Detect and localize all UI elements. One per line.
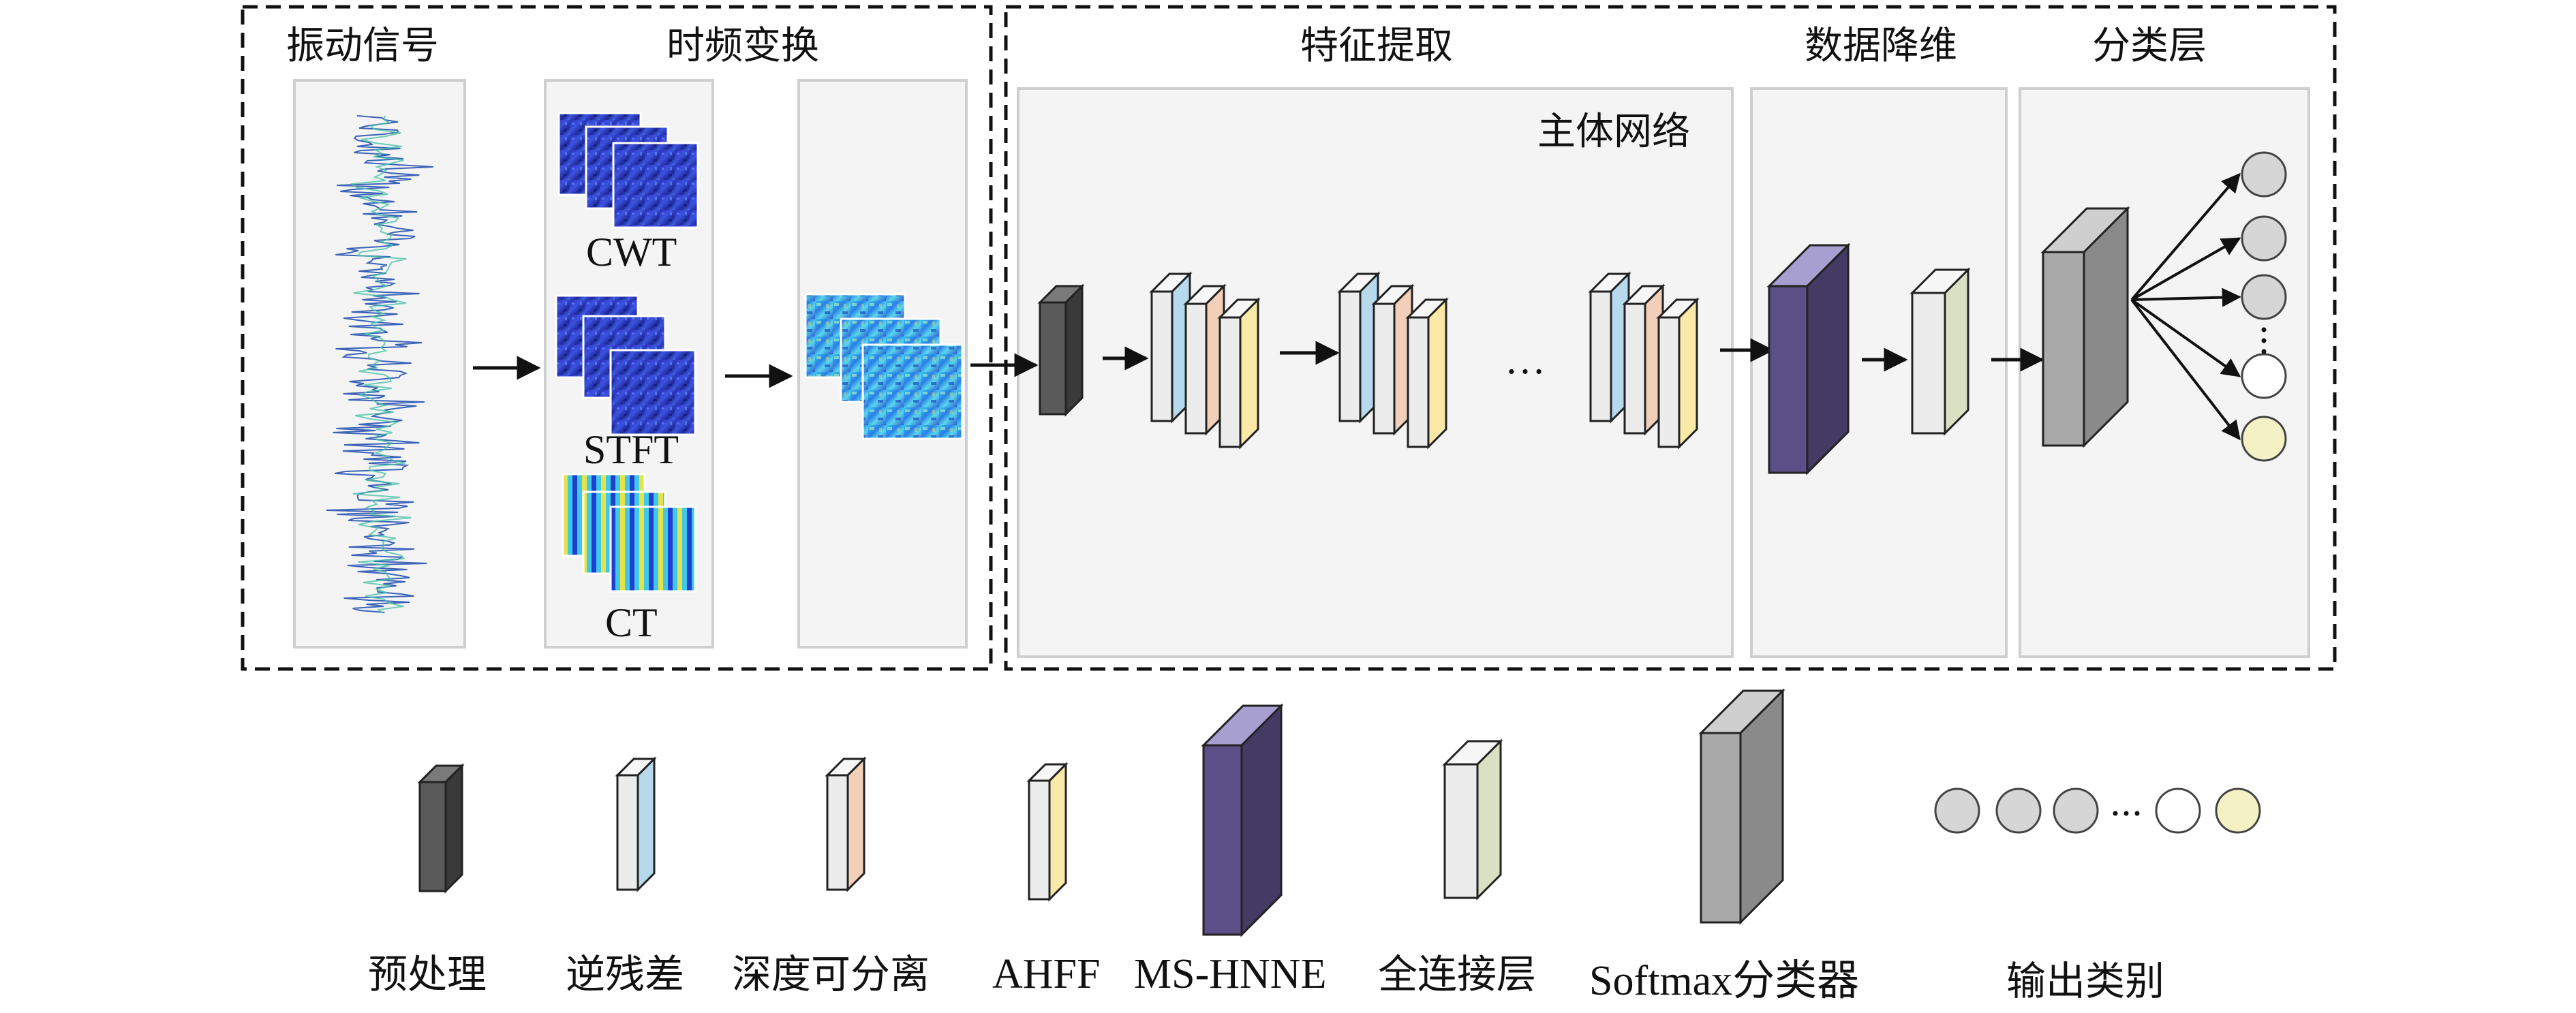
- output-nodes: [2130, 151, 2287, 462]
- stft-spectrogram: [555, 294, 696, 436]
- ellipsis-blocks: …: [1505, 337, 1546, 382]
- cwt-spectrogram: [557, 112, 699, 229]
- block-softmax: [2040, 206, 2130, 448]
- legend-output-node-4: [2155, 788, 2201, 834]
- legend-preprocess-shape: [417, 763, 465, 894]
- block-preprocess: [1037, 283, 1085, 417]
- title-feature-extraction: 特征提取: [1300, 24, 1453, 68]
- legend-softmax-shape: [1698, 688, 1785, 925]
- block-group-3-depthwise: [1622, 283, 1666, 436]
- block-group-3-ahff: [1656, 297, 1700, 450]
- legend-output-node-3: [2053, 788, 2099, 834]
- arrow-to-output-node-2: [2131, 237, 2241, 301]
- legend-shapes: [417, 688, 2261, 937]
- label-cwt: CWT: [586, 230, 677, 275]
- block-group-1-inverse-residual: [1149, 271, 1193, 424]
- legend-label-inverse-residual: 逆残差: [566, 951, 684, 997]
- legend-label-ahff: AHFF: [992, 951, 1101, 997]
- output-node-3: [2241, 274, 2287, 320]
- legend-ellipsis-dot-3: [2134, 811, 2140, 816]
- block-group-2-depthwise: [1371, 283, 1415, 436]
- block-group-2: [1337, 271, 1449, 450]
- output-node-5: [2241, 416, 2287, 462]
- legend-output-node-1: [1934, 788, 1980, 834]
- output-node-ellipsis-dot-2: [2261, 338, 2267, 343]
- title-vibration-signal: 振动信号: [286, 24, 439, 68]
- legend-label-fc: 全连接层: [1378, 951, 1536, 997]
- legend-label-depthwise: 深度可分离: [732, 951, 930, 997]
- network-blocks: [1037, 206, 2130, 476]
- label-ct: CT: [605, 600, 658, 645]
- title-time-frequency: 时频变换: [666, 24, 819, 68]
- legend-output-node-2: [1995, 788, 2042, 834]
- block-group-1: [1149, 271, 1261, 450]
- arrow-to-output-node-5: [2130, 298, 2241, 441]
- output-node-4: [2241, 353, 2287, 399]
- block-group-2-inverse-residual: [1337, 271, 1381, 424]
- output-node-2: [2241, 215, 2287, 262]
- legend-ahff-shape: [1026, 762, 1069, 902]
- output-node-ellipsis-dot-3: [2261, 349, 2267, 354]
- legend-label-output: 输出类别: [2006, 958, 2164, 1004]
- fused-time-frequency-image: [804, 293, 964, 440]
- waveform-trace-secondary: [350, 115, 412, 614]
- output-node-ellipsis-dot-1: [2261, 327, 2267, 332]
- arrow-to-output-node-3: [2131, 287, 2241, 307]
- title-dim-reduction: 数据降维: [1805, 24, 1957, 68]
- preprocessing-group-box: [241, 5, 993, 671]
- title-backbone: 主体网络: [1537, 110, 1690, 154]
- block-group-3-inverse-residual: [1588, 271, 1631, 424]
- legend-label-preprocess: 预处理: [368, 951, 487, 997]
- block-group-3: [1588, 271, 1700, 450]
- vibration-waveform: [326, 115, 433, 614]
- arrow-to-output-node-1: [2130, 172, 2241, 301]
- block-mshnne: [1766, 243, 1851, 476]
- legend-mshnne-shape: [1201, 703, 1284, 937]
- block-group-1-ahff: [1217, 297, 1261, 450]
- output-node-1: [2241, 151, 2287, 198]
- model-group-box: [1004, 5, 2337, 671]
- block-group-2-ahff: [1405, 297, 1449, 450]
- ct-spectrogram: [562, 473, 696, 593]
- legend-ellipsis-dot-1: [2113, 811, 2118, 816]
- legend-fc-shape: [1442, 738, 1503, 901]
- legend-output-node-5: [2215, 788, 2261, 834]
- legend-ellipsis-dot-2: [2123, 811, 2129, 816]
- legend-label-mshnne: MS-HNNE: [1134, 951, 1326, 997]
- label-stft: STFT: [583, 427, 679, 472]
- block-group-1-depthwise: [1183, 283, 1227, 436]
- block-fully-connected: [1910, 267, 1971, 436]
- legend-inverse-residual-shape: [615, 756, 657, 892]
- legend-depthwise-shape: [825, 756, 867, 892]
- title-classification: 分类层: [2092, 24, 2207, 68]
- waveform-trace: [326, 115, 433, 613]
- arrow-to-output-node-4: [2130, 298, 2241, 377]
- legend-label-softmax: Softmax分类器: [1589, 958, 1859, 1004]
